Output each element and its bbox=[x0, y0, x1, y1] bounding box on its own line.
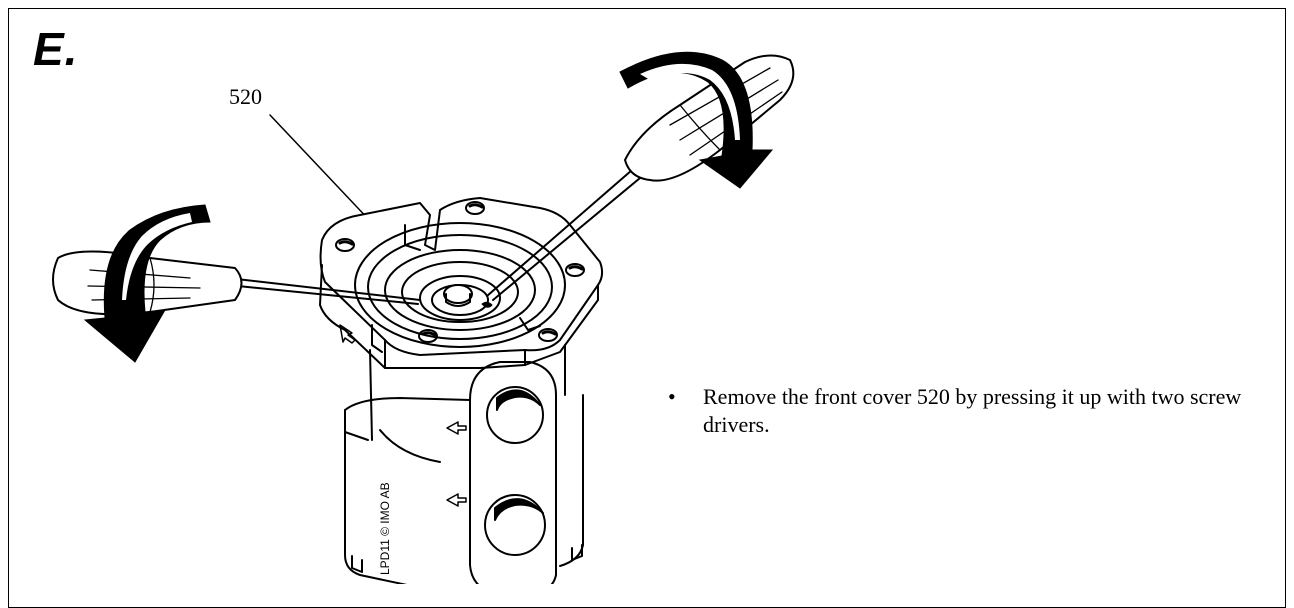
flow-arrow-lower bbox=[446, 493, 467, 507]
pump-illustration bbox=[52, 51, 795, 584]
step-label: E. bbox=[33, 23, 79, 75]
rotation-arrow-left bbox=[83, 204, 211, 363]
bolt-hole bbox=[538, 328, 558, 342]
screwdriver-right bbox=[486, 54, 795, 301]
flow-arrow-upper bbox=[446, 421, 467, 435]
bolt-hole bbox=[335, 238, 355, 252]
rotation-arrow-right bbox=[619, 51, 774, 189]
bolt-hole bbox=[418, 329, 438, 343]
port-plate bbox=[469, 361, 557, 584]
bullet-icon: • bbox=[668, 384, 676, 409]
instruction-text: • Remove the front cover 520 by pressing… bbox=[668, 383, 1268, 439]
part-number-label: 520 bbox=[229, 84, 262, 109]
bolt-hole bbox=[565, 263, 585, 277]
bolt-hole bbox=[465, 201, 485, 215]
instruction-step: Remove the front cover 520 by pressing i… bbox=[703, 384, 1242, 437]
copyright-label: LPD11 © IMO AB bbox=[378, 482, 392, 575]
front-cover-520 bbox=[419, 275, 501, 321]
pump-body bbox=[344, 344, 584, 584]
rotation-arrow-left-shade bbox=[122, 213, 192, 300]
rotation-arrow-right-shade bbox=[640, 63, 740, 140]
